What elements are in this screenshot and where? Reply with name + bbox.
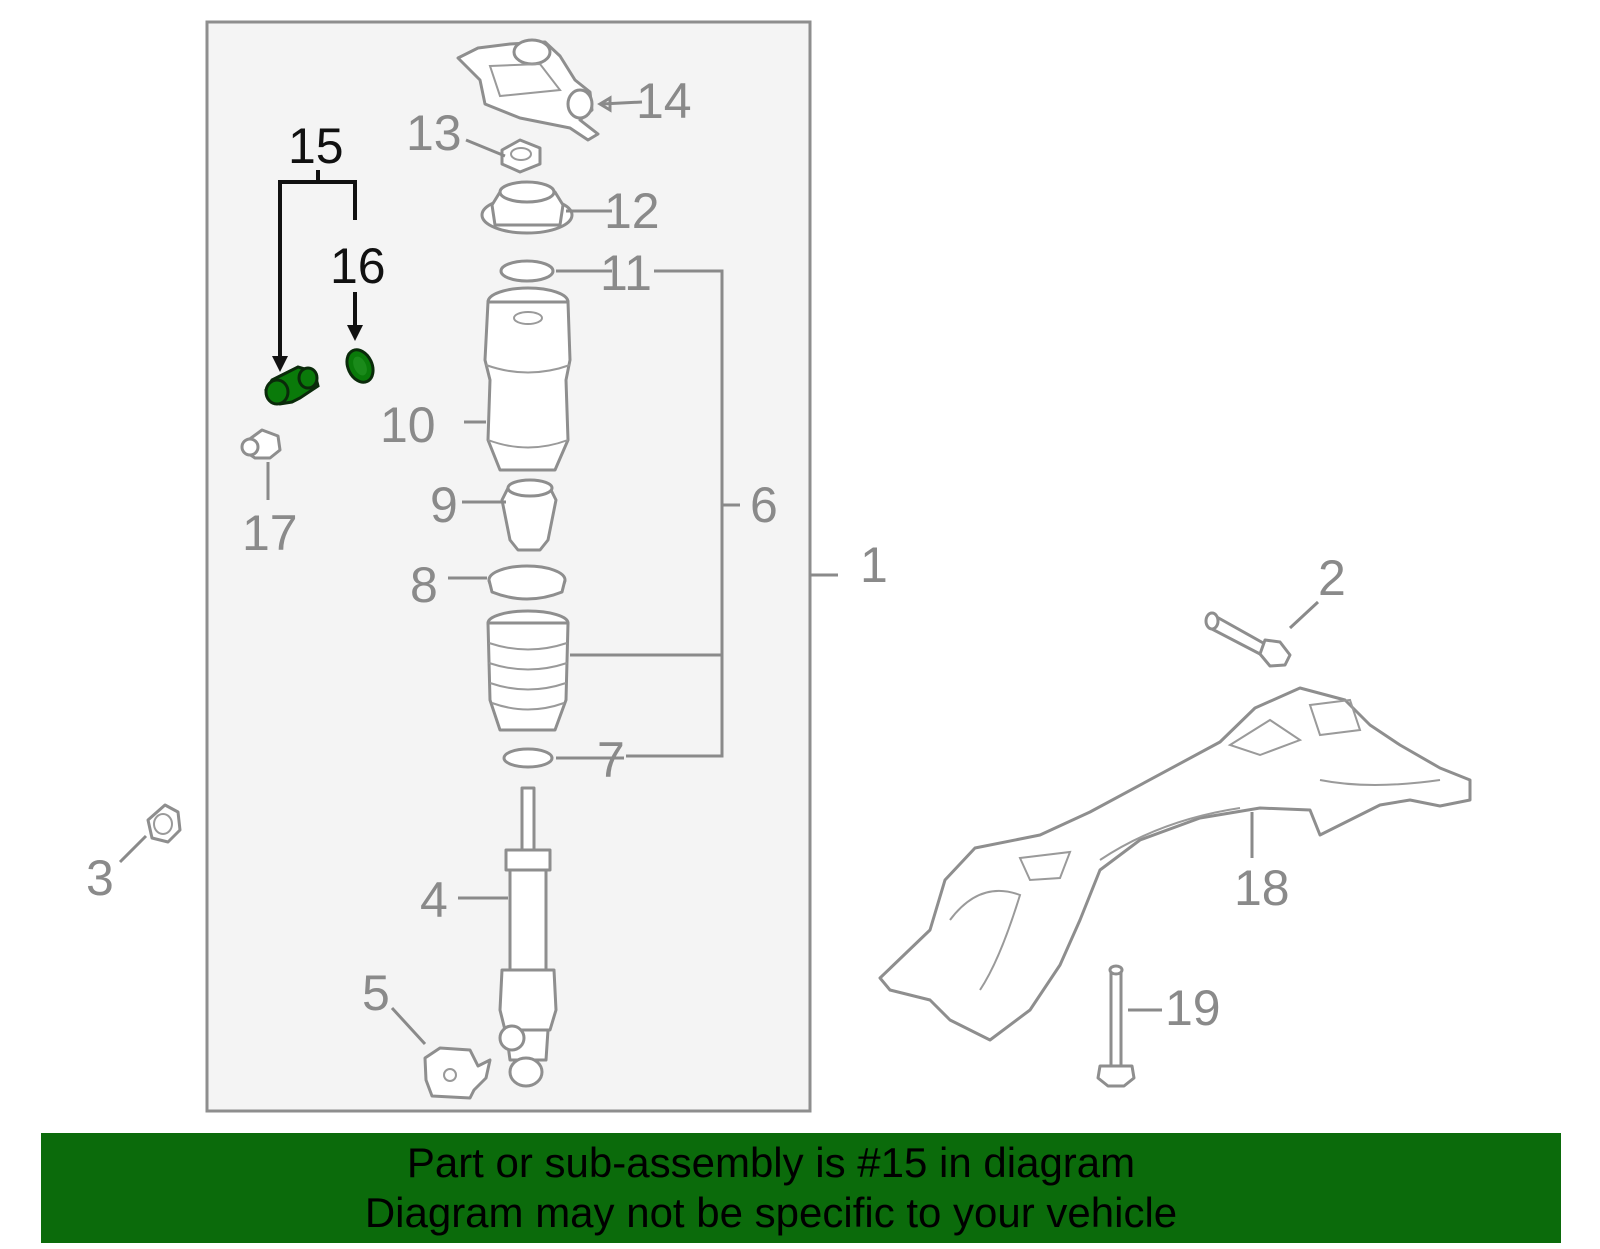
part-5-bracket[interactable] [423, 1046, 492, 1100]
o-ring-inner [353, 356, 367, 376]
part-8-clamp[interactable] [487, 564, 567, 601]
callout-12[interactable]: 12 [604, 183, 660, 239]
info-banner: Part or sub-assembly is #15 in diagram D… [41, 1133, 1561, 1243]
callout-6[interactable]: 6 [750, 477, 778, 533]
callout-1[interactable]: 1 [860, 537, 888, 593]
callout-4[interactable]: 4 [420, 872, 448, 928]
part-6-dust-boot[interactable] [486, 609, 570, 732]
callout-13[interactable]: 13 [406, 105, 462, 161]
callout-9[interactable]: 9 [430, 477, 458, 533]
banner-line-1: Part or sub-assembly is #15 in diagram [406, 1139, 1136, 1186]
part-11-ring[interactable] [499, 259, 555, 283]
callout-3[interactable]: 3 [86, 850, 114, 906]
part-9-bump-stop[interactable] [500, 478, 558, 552]
callout-18[interactable]: 18 [1234, 860, 1290, 916]
banner-line-2: Diagram may not be specific to your vehi… [364, 1189, 1178, 1236]
part-13-nut[interactable] [500, 138, 542, 174]
part-14-strut-mount[interactable] [456, 38, 600, 142]
part-2-bolt[interactable] [1204, 611, 1292, 668]
part-12-bearing[interactable] [480, 180, 574, 235]
callout-7[interactable]: 7 [597, 732, 625, 788]
callout-16[interactable]: 16 [330, 238, 386, 294]
callout-8[interactable]: 8 [410, 557, 438, 613]
part-7-ring[interactable] [502, 747, 554, 769]
callout-11[interactable]: 11 [600, 245, 652, 301]
callout-10[interactable]: 10 [380, 397, 436, 453]
callout-14[interactable]: 14 [636, 73, 692, 129]
callout-17[interactable]: 17 [242, 505, 298, 561]
callout-2[interactable]: 2 [1318, 550, 1346, 606]
part-17-valve[interactable] [240, 428, 282, 460]
part-4-shock-absorber[interactable] [498, 786, 558, 1088]
callout-5[interactable]: 5 [362, 965, 390, 1021]
callout-19[interactable]: 19 [1165, 980, 1221, 1036]
highlight-leaders [272, 170, 363, 372]
part-15-valve-highlighted[interactable] [264, 365, 320, 406]
callout-15[interactable]: 15 [288, 118, 344, 174]
part-10-air-spring[interactable] [483, 286, 572, 472]
part-19-bolt[interactable] [1096, 964, 1136, 1088]
part-3-nut[interactable] [146, 803, 182, 844]
part-18-subframe[interactable] [878, 686, 1472, 1042]
leaders [118, 95, 1320, 1046]
